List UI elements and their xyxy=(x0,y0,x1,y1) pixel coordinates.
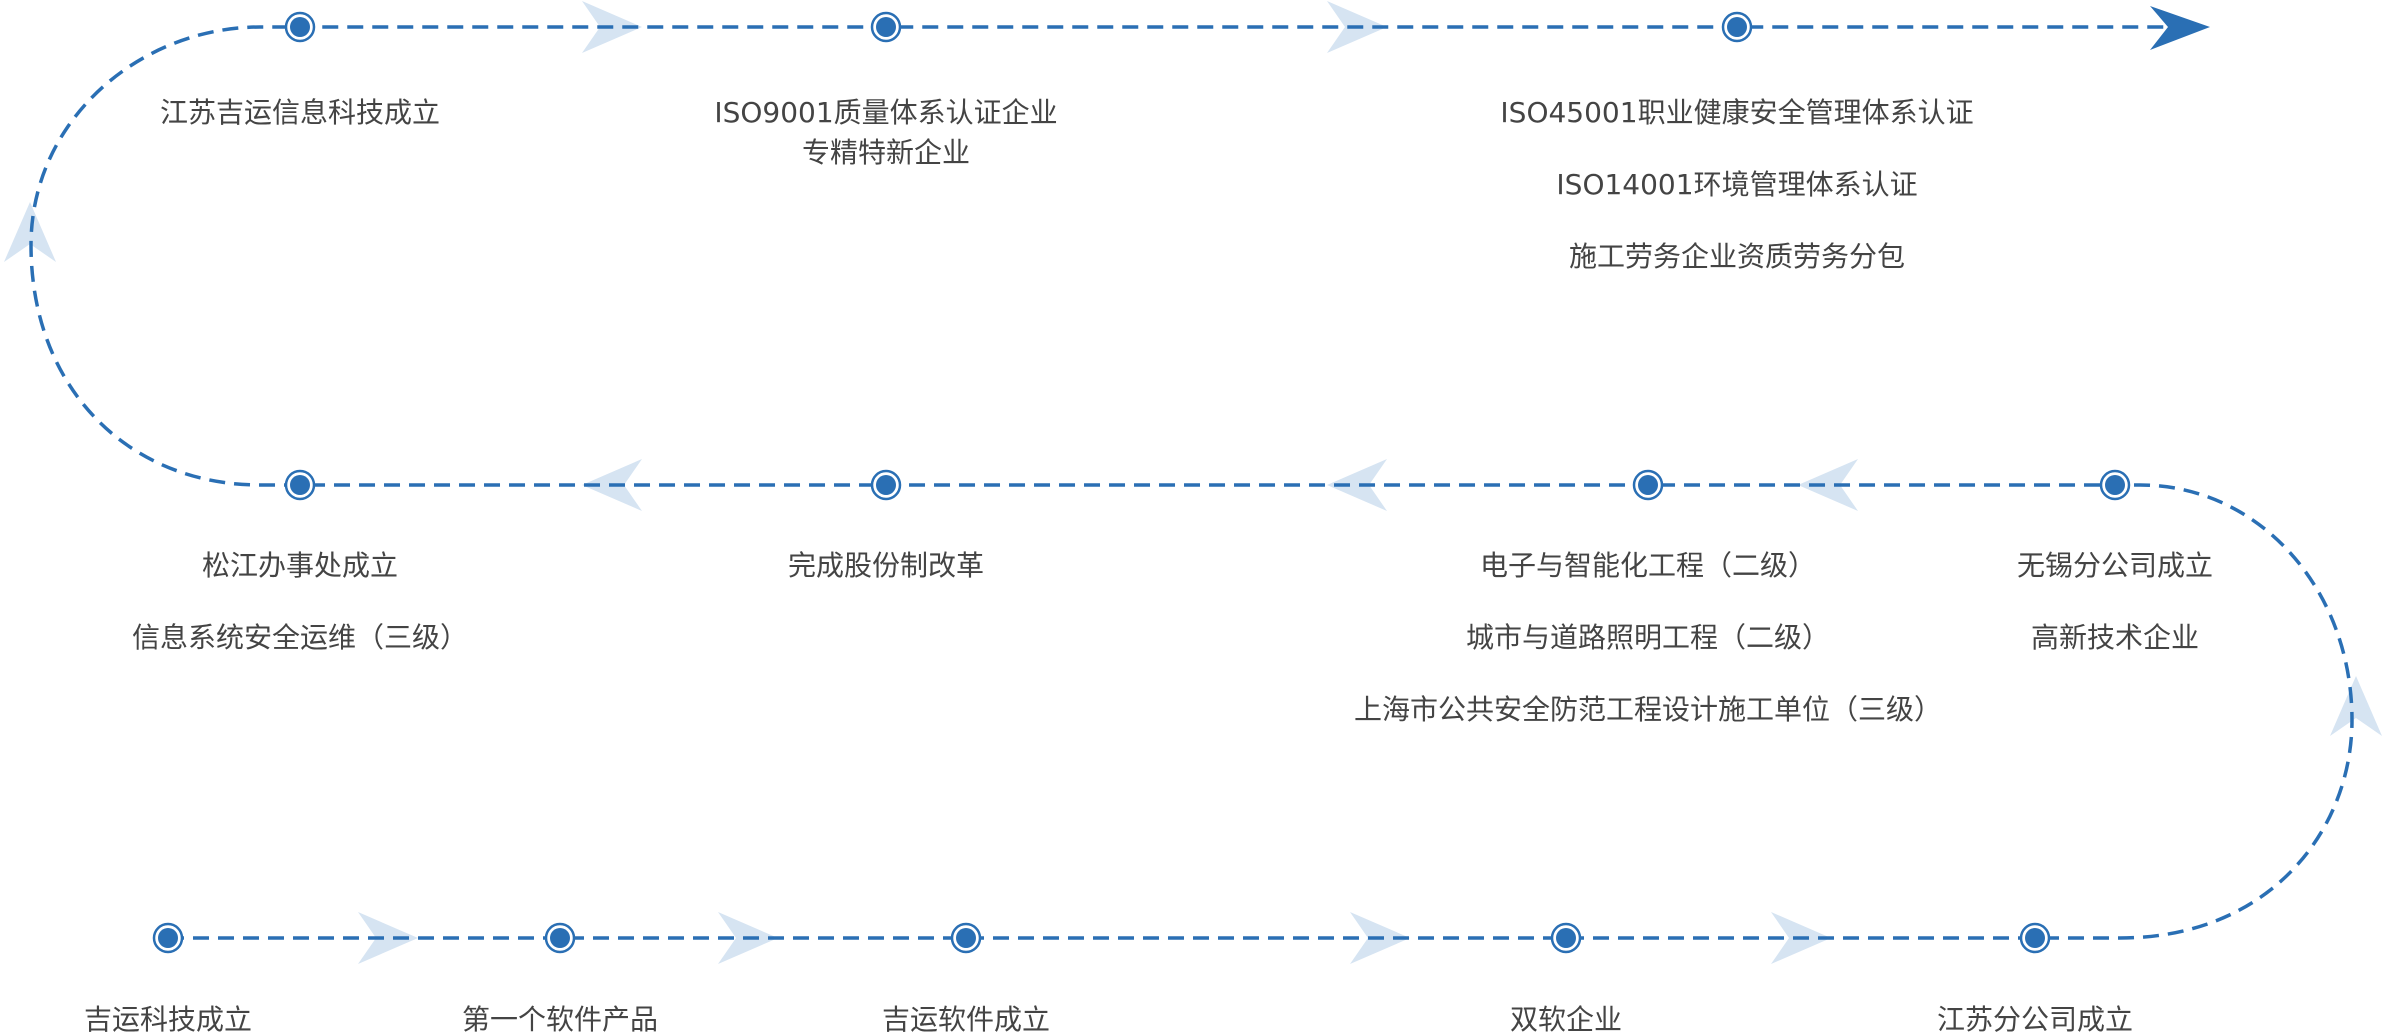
node-dot xyxy=(1727,17,1747,37)
node-dot xyxy=(876,475,896,495)
node-dot xyxy=(876,17,896,37)
milestone-label: ISO9001质量体系认证企业 xyxy=(714,96,1058,129)
milestone-label: 城市与道路照明工程（二级） xyxy=(1465,621,1831,654)
direction-arrow-icon xyxy=(1798,459,1858,511)
milestone-label: 双软企业 xyxy=(1509,1003,1623,1036)
milestone-node xyxy=(870,11,902,43)
timeline-nodes xyxy=(152,11,2131,954)
milestone-node xyxy=(544,922,576,954)
milestone-label: 完成股份制改革 xyxy=(787,549,985,582)
milestone-label: 无锡分公司成立 xyxy=(2016,549,2214,582)
milestone-label: 第一个软件产品 xyxy=(461,1003,659,1036)
milestone-node xyxy=(152,922,184,954)
timeline-path xyxy=(29,25,2354,940)
node-dot xyxy=(550,928,570,948)
milestone-label: 信息系统安全运维（三级） xyxy=(131,621,469,654)
node-dot xyxy=(290,17,310,37)
milestone-node xyxy=(284,469,316,501)
milestone-label: 江苏分公司成立 xyxy=(1936,1003,2134,1036)
node-dot xyxy=(1638,475,1658,495)
milestone-label: 施工劳务企业资质劳务分包 xyxy=(1568,240,1906,273)
direction-arrow-icon xyxy=(358,912,418,964)
milestone-label: 吉运科技成立 xyxy=(83,1003,253,1036)
node-dot xyxy=(2105,475,2125,495)
milestone-label: ISO45001职业健康安全管理体系认证 xyxy=(1500,96,1974,129)
direction-arrow-icon xyxy=(2330,676,2382,736)
milestone-node xyxy=(2099,469,2131,501)
milestone-label: 上海市公共安全防范工程设计施工单位（三级） xyxy=(1353,693,1943,726)
node-dot xyxy=(158,928,178,948)
direction-arrow-icon xyxy=(1327,459,1387,511)
milestone-label: 吉运软件成立 xyxy=(881,1003,1051,1036)
milestone-node xyxy=(1721,11,1753,43)
node-dot xyxy=(1556,928,1576,948)
milestone-node xyxy=(2019,922,2051,954)
milestone-label: 电子与智能化工程（二级） xyxy=(1479,549,1817,582)
milestone-label: 专精特新企业 xyxy=(801,136,971,169)
milestone-label: 松江办事处成立 xyxy=(201,549,399,582)
milestone-label: ISO14001环境管理体系认证 xyxy=(1556,168,1918,201)
node-dot xyxy=(290,475,310,495)
end-arrowhead-icon xyxy=(2150,6,2210,50)
node-dot xyxy=(956,928,976,948)
milestone-label: 江苏吉运信息科技成立 xyxy=(159,96,441,129)
direction-arrows xyxy=(4,1,2382,964)
milestone-node xyxy=(284,11,316,43)
milestone-node xyxy=(1550,922,1582,954)
node-dot xyxy=(2025,928,2045,948)
milestone-node xyxy=(870,469,902,501)
milestone-label: 高新技术企业 xyxy=(2030,621,2200,654)
direction-arrow-icon xyxy=(4,202,56,262)
milestone-node xyxy=(950,922,982,954)
milestone-node xyxy=(1632,469,1664,501)
